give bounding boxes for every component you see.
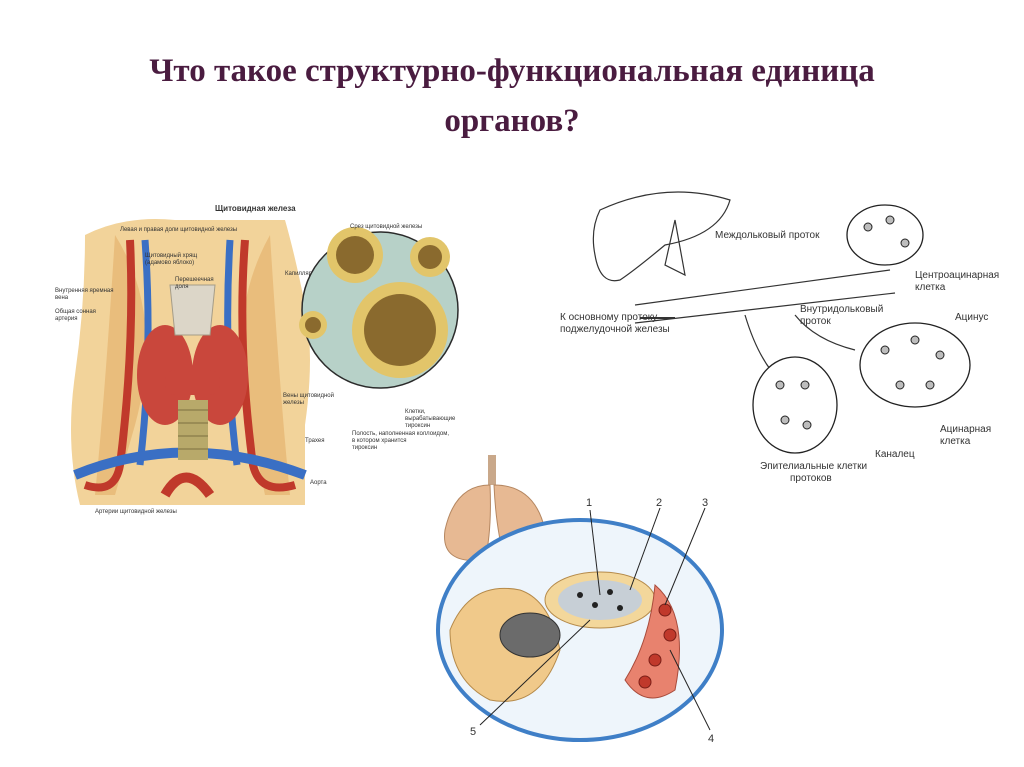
- section-heading: Срез щитовидной железы: [350, 223, 422, 230]
- label-parathyroid-2: доля: [175, 284, 188, 290]
- title-line-2: органов?: [444, 103, 580, 139]
- callout-lines: [479, 507, 711, 731]
- alveolus-air-space: [558, 580, 642, 620]
- label-acinar-2: клетка: [940, 436, 971, 447]
- pointer-arrow: [664, 219, 686, 277]
- label-lobes: Левая и правая доли щитовидной железы: [120, 226, 237, 233]
- label-trachea: Трахея: [305, 438, 325, 444]
- label-canal: Каналец: [875, 449, 915, 460]
- label-main-duct-1: К основному протоку: [560, 312, 657, 323]
- neck-muscle-right: [241, 235, 290, 495]
- acinar-nuclei: [775, 215, 945, 430]
- gas-particles: [577, 589, 623, 611]
- interlobular-duct-bottom: [634, 292, 896, 324]
- alveolus-sac: [499, 612, 561, 658]
- label-carotid-1: Общая сонная: [55, 309, 96, 315]
- label-cells-1: Клетки,: [405, 409, 426, 415]
- red-blood-cells: [638, 603, 677, 689]
- thyroid-diagram: Щитовидная железа Левая и правая доли щи…: [55, 204, 459, 515]
- thyroid-cartilage: [169, 284, 216, 336]
- thyroid-illustration: Щитовидная железа Левая и правая доли щи…: [55, 195, 470, 520]
- label-jugular-1: Внутренняя яремная: [55, 288, 113, 294]
- label-parathyroid-1: Перешеечная: [175, 277, 214, 283]
- label-jugular-2: вена: [55, 295, 69, 301]
- callout-3: 3: [702, 497, 708, 509]
- title-line-1: Что такое структурно-функциональная един…: [149, 53, 875, 89]
- label-epithelial-2: протоков: [790, 473, 832, 484]
- label-isthmus-1: Щитовидный хрящ: [145, 252, 197, 259]
- label-cavity-2: в котором хранится: [352, 438, 407, 444]
- label-epithelial-1: Эпителиальные клетки: [760, 461, 867, 472]
- callout-4: 4: [708, 733, 714, 745]
- thyroid-isthmus: [165, 370, 220, 395]
- label-aorta: Аорта: [310, 480, 327, 486]
- lung-alveoli-diagram: 1 2 3 4 5: [430, 450, 730, 750]
- label-cells-3: тироксин: [405, 423, 430, 429]
- label-centroacinar-1: Центроацинарная: [915, 270, 999, 281]
- aorta-arch: [160, 472, 215, 499]
- thyroid-section-diagram: [299, 227, 459, 389]
- callout-1: 1: [586, 497, 592, 509]
- label-cavity-1: Полость, наполненная коллоидом,: [352, 431, 449, 437]
- label-main-duct-2: поджелудочной железы: [560, 324, 670, 335]
- label-acinus: Ацинус: [955, 312, 988, 323]
- label-cavity-3: тироксин: [352, 445, 377, 451]
- label-centroacinar-2: клетка: [915, 282, 946, 293]
- callout-2: 2: [656, 497, 662, 509]
- pancreas-diagram: Междольковый проток Центроацинарная клет…: [545, 175, 1005, 485]
- carotid-artery-left: [83, 239, 136, 492]
- label-cells-2: вырабатывающие: [405, 416, 456, 422]
- label-intralobular-1: Внутридольковый: [800, 304, 883, 315]
- pancreas-svg: Междольковый проток Центроацинарная клет…: [560, 191, 999, 484]
- label-carotid-2: артерия: [55, 316, 78, 322]
- label-veins-2: железы: [283, 400, 304, 406]
- label-intralobular-2: проток: [800, 316, 831, 327]
- lung-svg: 1 2 3 4 5: [436, 455, 724, 745]
- intralobular-duct-2: [794, 314, 856, 351]
- pancreas-organ-outline: [592, 191, 731, 282]
- label-arteries: Артерии щитовидной железы: [95, 508, 177, 515]
- thyroid-heading: Щитовидная железа: [215, 204, 296, 213]
- acini: [752, 204, 971, 454]
- label-capillary: Капилляр: [285, 271, 313, 277]
- label-veins-1: Вены щитовидной: [283, 392, 334, 399]
- slide-title: Что такое структурно-функциональная един…: [0, 46, 1024, 146]
- carotid-artery-right: [238, 239, 297, 492]
- label-interlobular: Междольковый проток: [715, 230, 820, 241]
- trachea: [178, 400, 208, 460]
- interlobular-duct-top: [634, 269, 891, 306]
- callout-5: 5: [470, 726, 476, 738]
- label-isthmus-2: (адамово яблоко): [145, 260, 194, 266]
- label-acinar-1: Ацинарная: [940, 424, 991, 435]
